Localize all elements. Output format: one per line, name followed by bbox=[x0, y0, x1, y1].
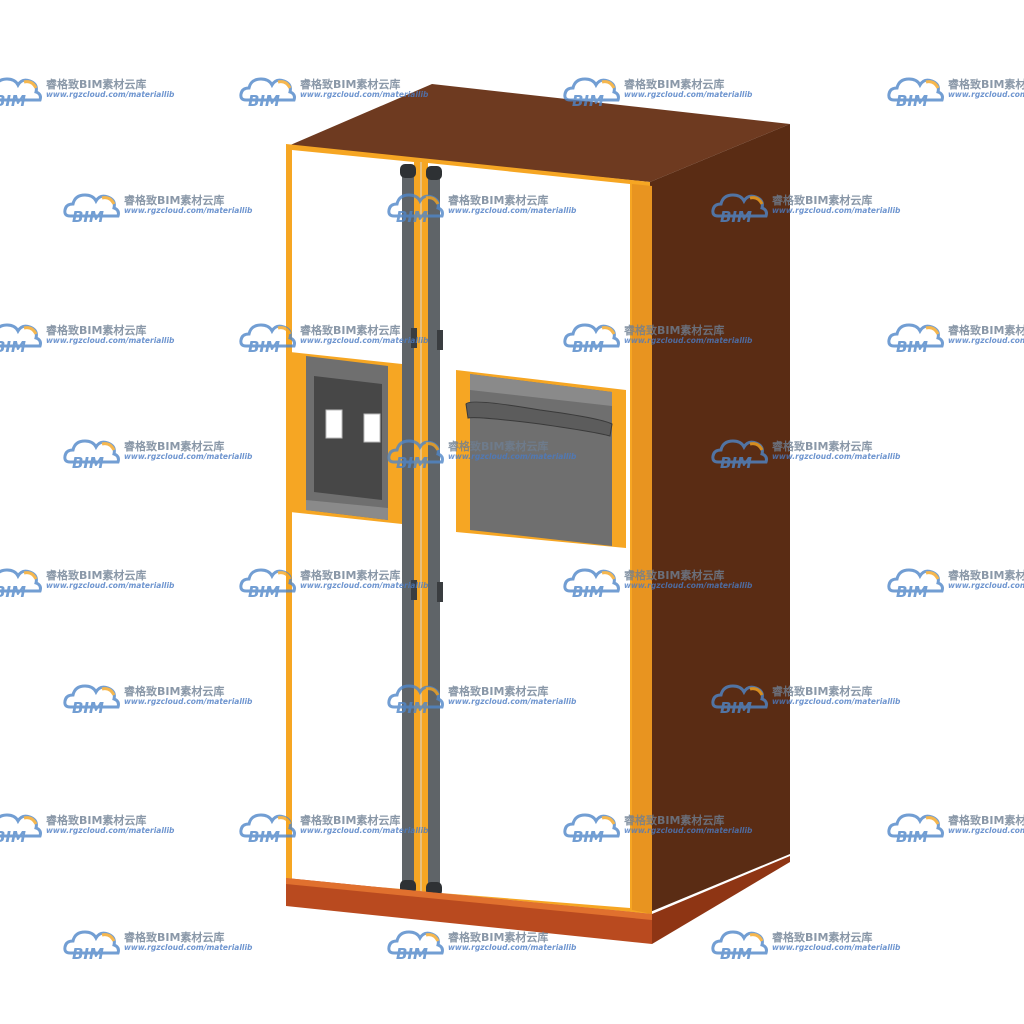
hinge bbox=[411, 580, 417, 600]
left-door bbox=[292, 150, 414, 890]
base-side bbox=[652, 856, 790, 944]
left-handle bbox=[402, 172, 414, 890]
right-handle bbox=[428, 174, 440, 892]
display-panel-shade bbox=[470, 374, 612, 406]
left-handle-cap-top bbox=[400, 164, 416, 178]
side-edge-trim bbox=[632, 184, 652, 914]
dispenser-inner bbox=[314, 376, 382, 500]
panel-handle bbox=[465, 401, 613, 437]
dispenser-shelf bbox=[306, 500, 388, 520]
dispenser-paddle-left bbox=[325, 409, 343, 439]
base-top-edge bbox=[286, 878, 652, 920]
hinge bbox=[437, 582, 443, 602]
hinge bbox=[437, 330, 443, 350]
cabinet-side bbox=[650, 124, 790, 912]
right-handle-cap-top bbox=[426, 166, 442, 180]
dispenser-paddle-right bbox=[363, 413, 381, 443]
base-front bbox=[286, 878, 652, 944]
hinge bbox=[411, 328, 417, 348]
